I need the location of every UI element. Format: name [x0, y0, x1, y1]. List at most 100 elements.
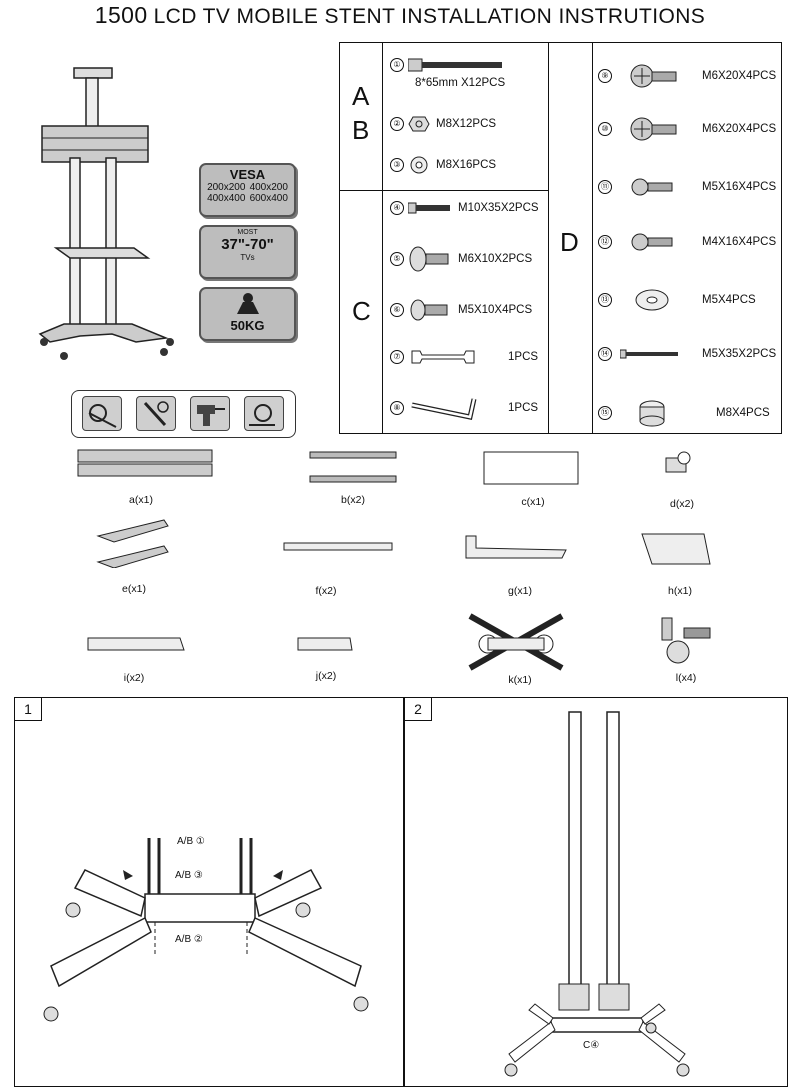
divider: [340, 190, 548, 191]
hardware-item: ⑬ M5X4PCS: [598, 289, 756, 311]
screw-icon: [630, 117, 677, 141]
bolt-icon: [408, 58, 502, 72]
item-label: M5X16X4PCS: [702, 181, 777, 193]
part-label-f: f(x2): [315, 585, 337, 597]
part-label-g: g(x1): [508, 585, 532, 597]
hardware-item: ①: [390, 57, 504, 73]
step-2-panel: 2 C④: [404, 697, 788, 1087]
vesa-size: 400x400: [207, 193, 246, 204]
part-l-illustration: [661, 617, 711, 664]
part-f-illustration: [283, 542, 393, 551]
screw-icon: [630, 64, 677, 88]
screw-icon: [631, 178, 673, 196]
item-number: ①: [390, 58, 404, 72]
item-number: ⑨: [598, 69, 612, 83]
hardware-item: ⑥ M5X10X4PCS: [390, 299, 532, 321]
tv-size-badge: MOST 37"-70" TVs: [199, 225, 296, 279]
item-number: ⑩: [598, 122, 612, 136]
part-k-illustration: [468, 613, 564, 671]
item-label: 1PCS: [508, 402, 539, 414]
item-label: 8*65mm X12PCS: [415, 77, 506, 89]
part-label-c: c(x1): [521, 496, 545, 508]
item-label: M5X35X2PCS: [702, 348, 777, 360]
item-number: ③: [390, 158, 404, 172]
long-screw-icon: [620, 349, 678, 359]
hardware-item: ⑩ M6X20X4PCS: [598, 116, 776, 142]
group-label-d: D: [560, 227, 579, 257]
step-2-illustration: [504, 711, 690, 1077]
tape-measure-icon: [244, 396, 284, 431]
hardware-item: ⑪ M5X16X4PCS: [598, 177, 776, 197]
item-label: M10X35X2PCS: [458, 202, 539, 214]
divider: [382, 43, 383, 433]
hardware-item: ⑨ M6X20X4PCS: [598, 63, 776, 89]
size-range: 37"-70": [221, 236, 274, 253]
group-label-a: A: [352, 81, 370, 111]
washer-icon: [635, 289, 669, 311]
part-g-illustration: [465, 535, 567, 559]
callout-label: C④: [583, 1040, 600, 1051]
drill-icon: [190, 396, 230, 431]
screw-icon: [410, 299, 448, 321]
item-number: ⑧: [390, 401, 404, 415]
part-i-illustration: [87, 637, 185, 651]
part-label-k: k(x1): [508, 674, 532, 686]
spacer-icon: [639, 400, 665, 427]
vesa-label: VESA: [229, 167, 266, 182]
callout-label: A/B ③: [175, 870, 203, 881]
part-a-illustration: [77, 449, 213, 477]
part-c-illustration: [483, 451, 579, 485]
nut-icon: [408, 116, 430, 132]
hardware-item: ⑧ 1PCS: [390, 395, 538, 421]
allen-key-icon: [411, 398, 477, 420]
divider: [592, 43, 593, 433]
wrench-icon: [82, 396, 122, 431]
hardware-item: ④ M10X35X2PCS: [390, 201, 539, 215]
step-1-illustration: [43, 838, 369, 1022]
part-label-e: e(x1): [122, 583, 146, 595]
part-label-d: d(x2): [670, 498, 694, 510]
size-most-label: MOST: [237, 229, 258, 236]
part-label-h: h(x1): [668, 585, 692, 597]
tv-stand-illustration: [38, 67, 174, 360]
part-label-b: b(x2): [341, 494, 365, 506]
vesa-size: 400x200: [249, 182, 288, 193]
spanner-icon: [411, 350, 475, 364]
hardware-item: ③ M8X16PCS: [390, 156, 496, 174]
hardware-item-label: 8*65mm X12PCS: [415, 77, 505, 89]
title-text: LCD TV MOBILE STENT INSTALLATION INSTRUT…: [153, 5, 706, 28]
item-label: M8X4PCS: [716, 407, 770, 419]
hardware-item: ⑮ M8X4PCS: [598, 399, 770, 427]
part-b-illustration: [309, 451, 397, 483]
item-label: M6X10X2PCS: [458, 253, 533, 265]
vesa-size: 200x200: [207, 182, 246, 193]
item-label: M8X16PCS: [436, 159, 497, 171]
item-number: ⑪: [598, 180, 612, 194]
screw-icon: [409, 246, 449, 272]
part-h-illustration: [641, 533, 711, 565]
washer-icon: [410, 156, 428, 174]
item-label: M5X10X4PCS: [458, 304, 533, 316]
hardware-item: ⑫ M4X16X4PCS: [598, 232, 776, 252]
tools-panel: [71, 390, 296, 438]
callout-label: A/B ①: [177, 836, 205, 847]
weight-icon: [236, 293, 259, 314]
group-label-c: C: [352, 296, 371, 326]
item-label: M6X20X4PCS: [702, 70, 777, 82]
bolt-icon: [408, 202, 450, 214]
step-number: 1: [15, 698, 42, 721]
item-number: ⑭: [598, 347, 612, 361]
item-label: M8X12PCS: [436, 118, 497, 130]
item-number: ⑫: [598, 235, 612, 249]
screwdriver-icon: [136, 396, 176, 431]
item-number: ⑥: [390, 303, 404, 317]
item-label: M6X20X4PCS: [702, 123, 777, 135]
part-label-l: l(x4): [675, 672, 697, 684]
item-number: ⑦: [390, 350, 404, 364]
group-label-b: B: [352, 115, 370, 145]
vesa-size: 600x400: [249, 193, 288, 204]
hardware-item: ⑭ M5X35X2PCS: [598, 347, 776, 361]
item-label: M4X16X4PCS: [702, 236, 777, 248]
divider: [548, 43, 549, 433]
